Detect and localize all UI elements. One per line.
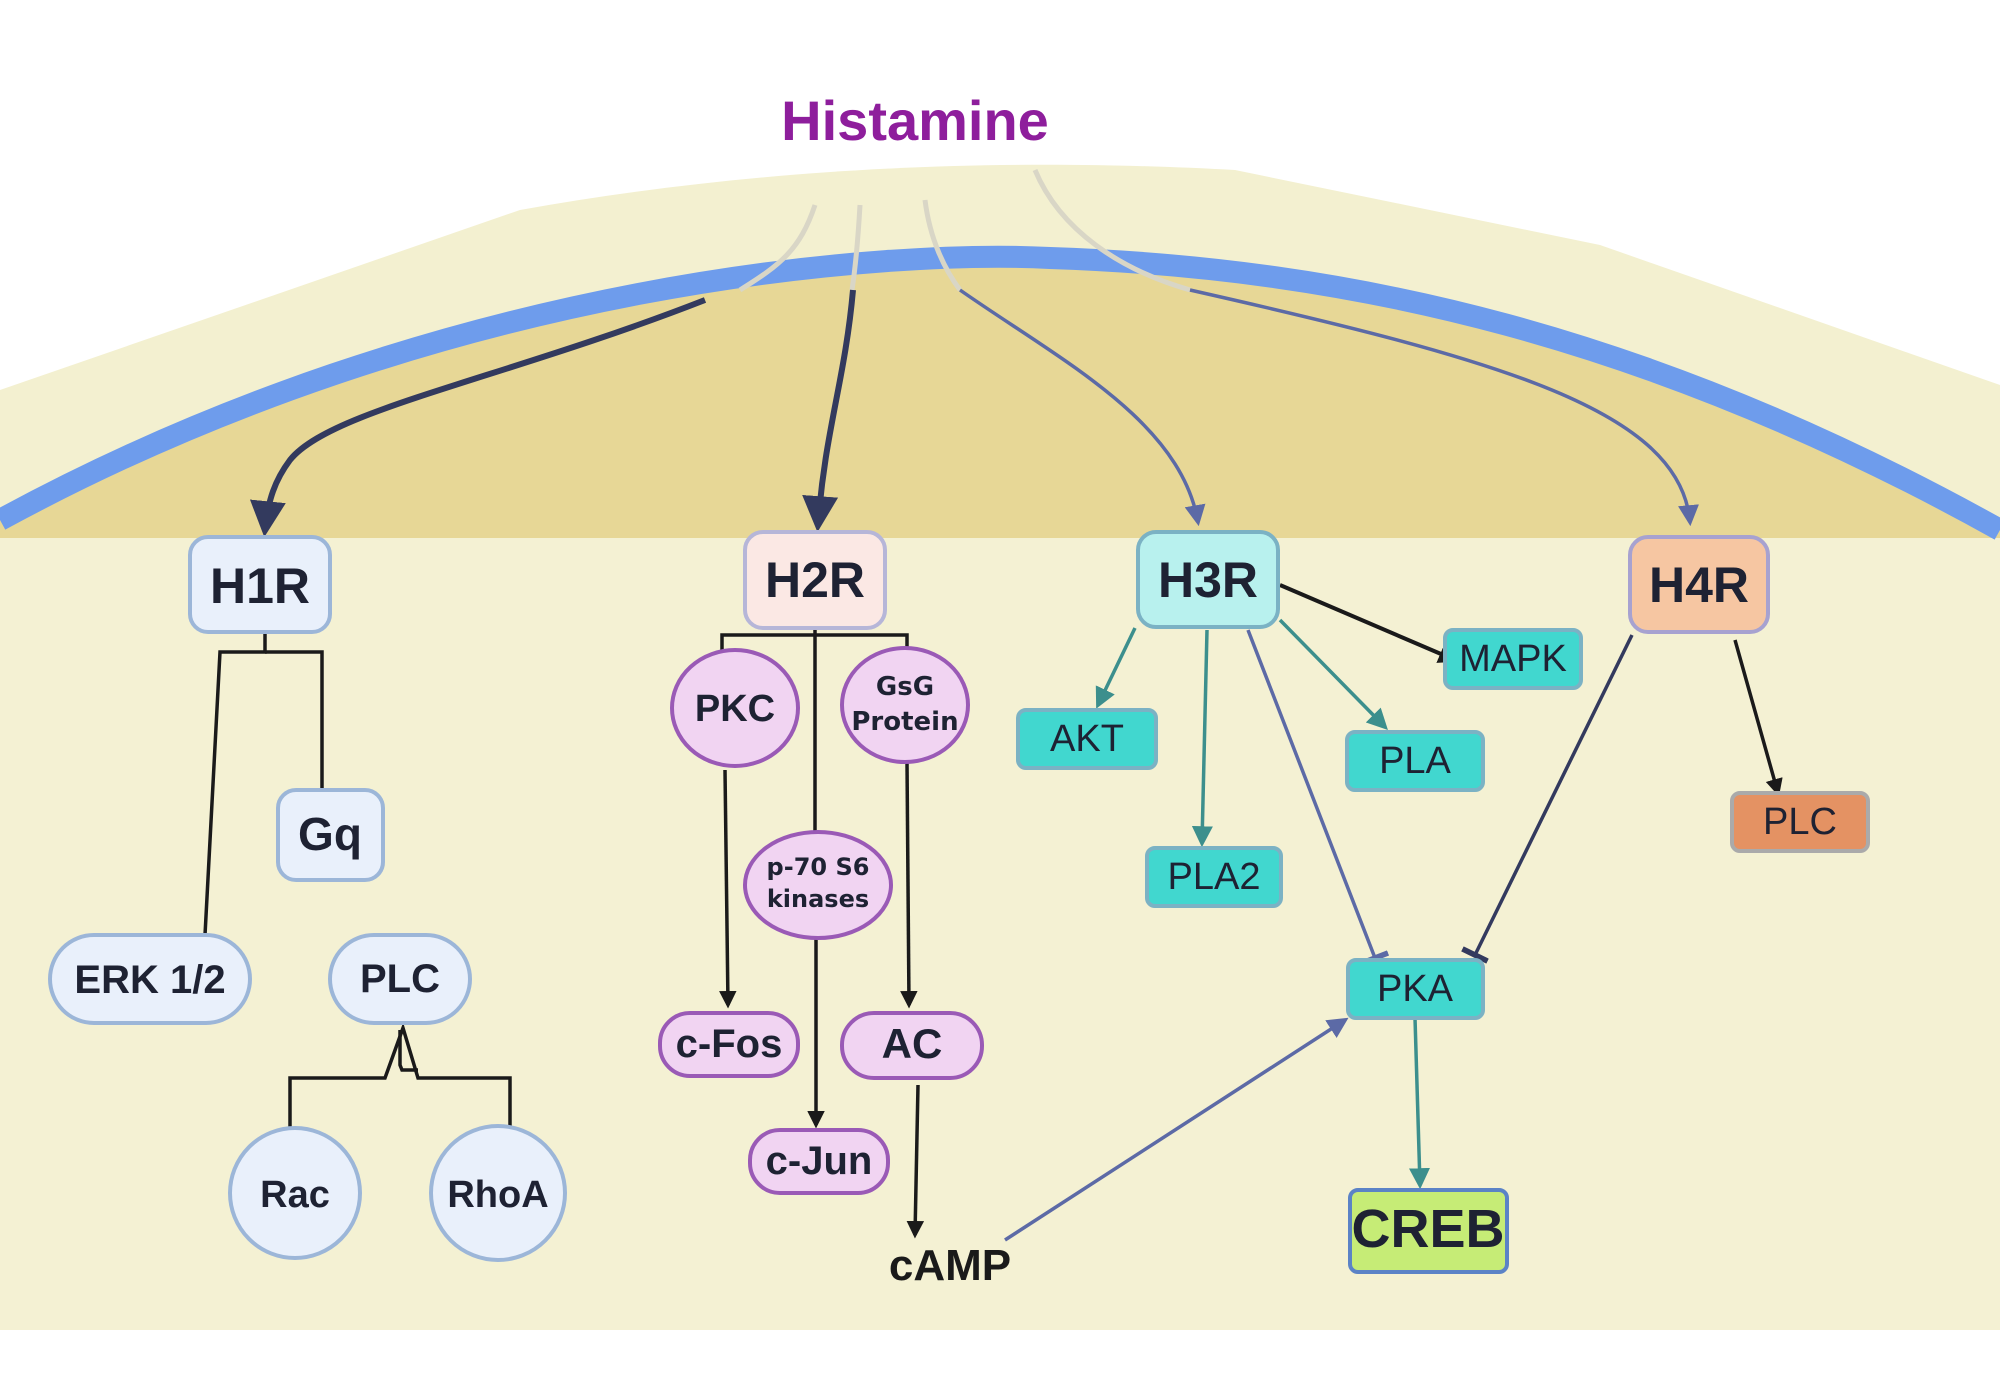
cell-membrane xyxy=(0,245,2000,540)
node-cfos: c-Fos xyxy=(658,1011,800,1078)
h2-pathway: H2R PKC GsG Protein p-70 S6 kinases c-Fo… xyxy=(658,530,1011,1290)
histamine-to-receptor-arrows xyxy=(249,288,1699,538)
title-histamine: Histamine xyxy=(781,89,1049,152)
label-rac: Rac xyxy=(260,1174,330,1216)
node-h3r: H3R xyxy=(1136,530,1280,629)
label-h2r: H2R xyxy=(765,552,865,608)
h1-pathway: H1R Gq ERK 1/2 PLC Rac RhoA xyxy=(48,535,567,1262)
h3-arrows xyxy=(1004,583,1634,1242)
node-rac: Rac xyxy=(228,1126,362,1260)
label-h1r: H1R xyxy=(210,558,310,614)
label-cjun: c-Jun xyxy=(766,1139,873,1183)
arrow-h3r-akt xyxy=(1095,627,1137,709)
h3-pathway: H3R AKT MAPK PLA PLA2 PKA CREB xyxy=(1004,530,1634,1274)
arrow-h4r-plc xyxy=(1733,639,1783,797)
label-cfos: c-Fos xyxy=(676,1022,783,1066)
node-pla: PLA xyxy=(1345,730,1485,792)
node-pkc: PKC xyxy=(670,648,800,768)
arrow-h3r-mapk xyxy=(1279,583,1459,663)
label-plc-h1: PLC xyxy=(360,957,440,1001)
h4-pathway: H4R PLC xyxy=(1628,535,1870,853)
node-p70-s6-kinases: p-70 S6 kinases xyxy=(743,830,893,940)
node-creb: CREB xyxy=(1348,1188,1509,1274)
histamine-diffusion-lines xyxy=(738,169,1191,293)
arrow-pka-creb xyxy=(1409,1017,1430,1190)
arrow-histamine-h3r xyxy=(958,288,1206,527)
arrow-camp-pka xyxy=(1004,1017,1349,1242)
node-erk: ERK 1/2 xyxy=(48,933,252,1025)
node-h2r: H2R xyxy=(743,530,887,630)
label-pla: PLA xyxy=(1379,740,1451,782)
arrow-ac-camp xyxy=(906,1084,925,1239)
label-p70-line2: kinases xyxy=(767,885,869,913)
arrow-histamine-h4r xyxy=(1189,288,1699,527)
label-pka: PKA xyxy=(1377,968,1454,1010)
label-pla2: PLA2 xyxy=(1168,856,1261,898)
node-h4r: H4R xyxy=(1628,535,1770,634)
arrow-h3r-pla2 xyxy=(1191,629,1213,848)
h1-connectors xyxy=(203,632,512,1130)
node-mapk: MAPK xyxy=(1443,628,1583,690)
node-h1r: H1R xyxy=(188,535,332,634)
node-cjun: c-Jun xyxy=(748,1128,890,1195)
inhibit-h4r-pka xyxy=(1461,634,1634,964)
label-erk: ERK 1/2 xyxy=(74,958,225,1002)
label-rhoa: RhoA xyxy=(447,1174,548,1216)
arrow-pkc-cfos xyxy=(719,769,737,1009)
label-h3r: H3R xyxy=(1158,552,1258,608)
inhibit-h3r-pka xyxy=(1246,629,1390,966)
arrow-h3r-pla xyxy=(1278,618,1388,730)
label-gq: Gq xyxy=(298,808,362,860)
label-h4r: H4R xyxy=(1649,557,1749,613)
node-pka: PKA xyxy=(1346,958,1485,1020)
node-rhoa: RhoA xyxy=(429,1124,567,1262)
label-creb: CREB xyxy=(1351,1199,1504,1259)
arrow-gsg-ac xyxy=(900,761,918,1009)
label-mapk: MAPK xyxy=(1459,638,1567,680)
node-akt: AKT xyxy=(1016,708,1158,770)
node-plc-h4: PLC xyxy=(1730,791,1870,853)
label-ac: AC xyxy=(882,1020,943,1067)
arrow-histamine-h2r xyxy=(802,289,856,533)
node-gq: Gq xyxy=(276,788,385,882)
label-gsg-line1: GsG xyxy=(876,672,934,702)
label-gsg-line2: Protein xyxy=(851,707,958,737)
h2-connectors xyxy=(719,630,925,1239)
label-plc-h4: PLC xyxy=(1763,801,1837,843)
arrow-histamine-h1r xyxy=(249,297,707,538)
label-pkc: PKC xyxy=(695,688,775,730)
node-ac: AC xyxy=(840,1011,984,1080)
label-camp: cAMP xyxy=(889,1241,1011,1290)
node-plc-h1: PLC xyxy=(328,933,472,1025)
node-gsg-protein: GsG Protein xyxy=(840,646,970,764)
node-pla2: PLA2 xyxy=(1145,846,1283,908)
label-p70-line1: p-70 S6 xyxy=(767,853,870,881)
label-akt: AKT xyxy=(1050,718,1124,760)
